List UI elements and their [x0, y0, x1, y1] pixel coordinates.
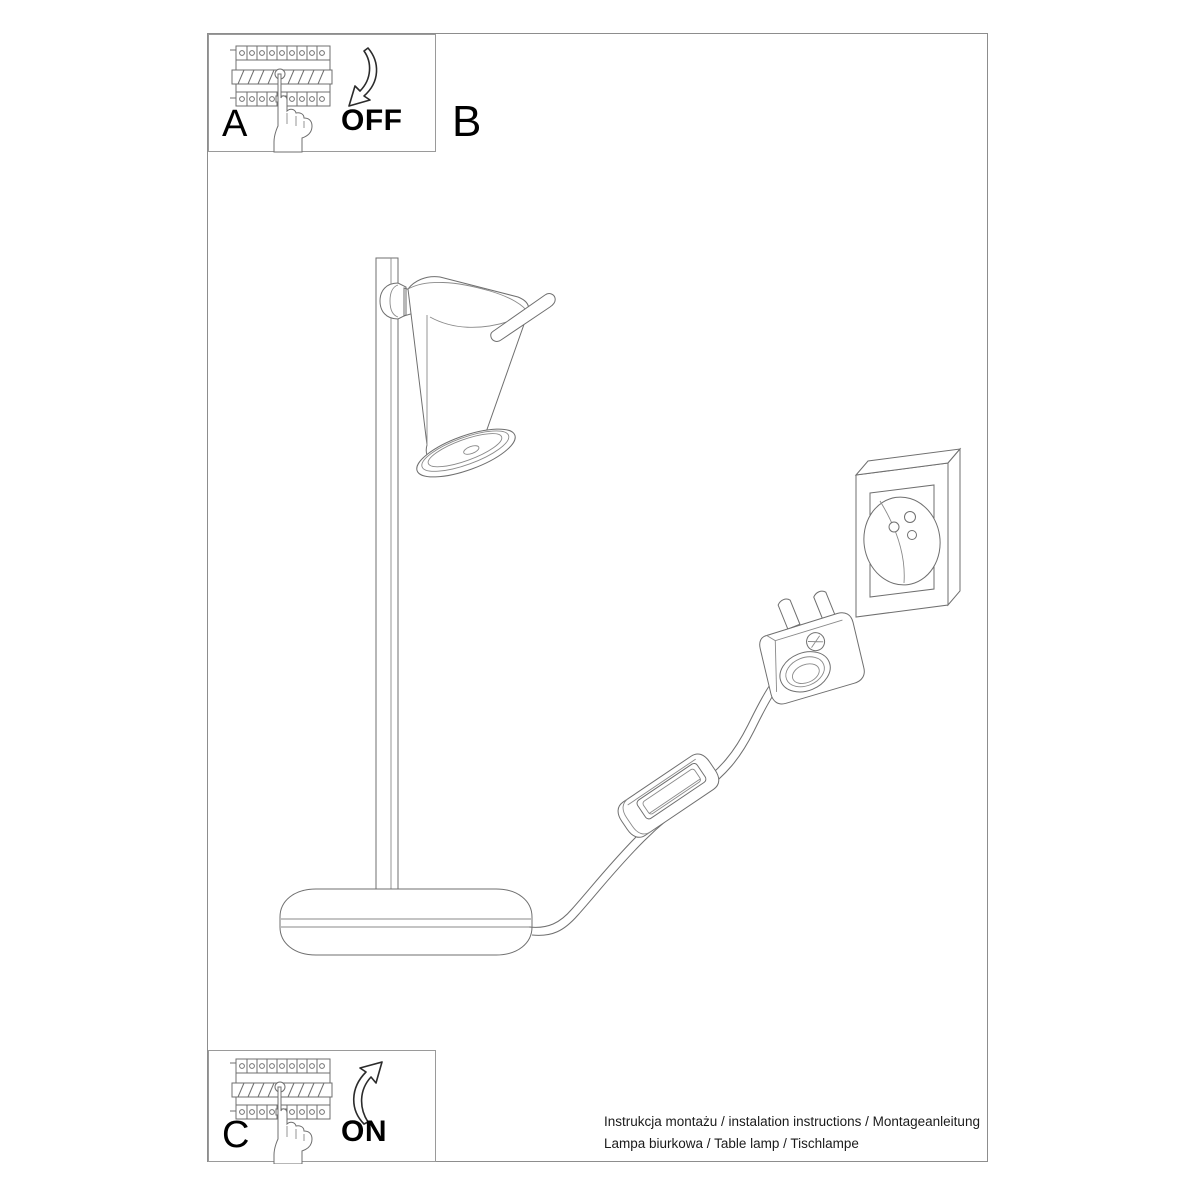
- step-c-illustration: [230, 1058, 383, 1164]
- circuit-breaker-panel-icon: [230, 45, 333, 107]
- caption-line-1: Instrukcja montażu / instalation instruc…: [604, 1114, 980, 1129]
- step-letter-b: B: [452, 97, 482, 146]
- circuit-breaker-panel-icon: [230, 1058, 333, 1120]
- curved-arrow-down-icon: [348, 47, 378, 107]
- plug-pins: [777, 590, 837, 630]
- caption-block: Instrukcja montażu / instalation instruc…: [604, 1111, 984, 1155]
- wall-socket-schuko: [854, 447, 962, 618]
- lamp-pole: [375, 257, 399, 899]
- step-letter-a: A: [222, 103, 248, 145]
- state-label-off: OFF: [341, 104, 403, 137]
- step-letter-c: C: [222, 1114, 250, 1156]
- lamp-assembly-illustration: [279, 257, 962, 956]
- europlug-two-pin: [759, 590, 865, 705]
- pointing-hand-icon: [273, 1086, 313, 1164]
- step-a-illustration: [230, 45, 378, 153]
- inline-cord-switch: [617, 753, 720, 838]
- caption-line-2: Lampa biurkowa / Table lamp / Tischlampe: [604, 1135, 859, 1151]
- curved-arrow-up-icon: [353, 1061, 383, 1125]
- state-label-on: ON: [341, 1115, 387, 1148]
- lamp-base: [279, 888, 533, 956]
- pointing-hand-icon: [273, 73, 313, 153]
- lamp-head-spotlight: [407, 276, 530, 478]
- lamp-head-adjust-lever: [490, 293, 556, 342]
